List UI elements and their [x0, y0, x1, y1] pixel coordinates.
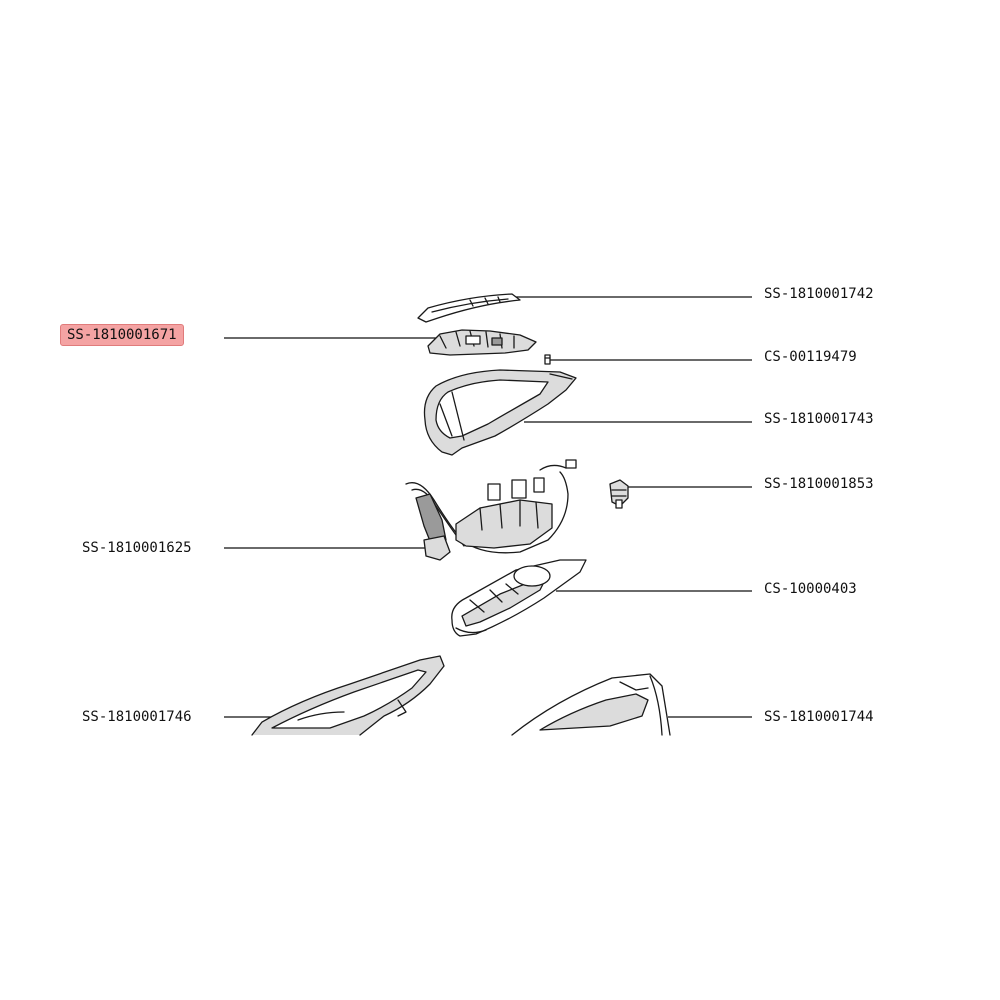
handle-housing-part[interactable] — [423, 369, 577, 456]
label-rear-cover[interactable]: SS-1810001746 — [82, 709, 192, 725]
soleplate-part[interactable] — [451, 559, 587, 637]
leader-lines — [224, 296, 752, 718]
switch-knob-part[interactable] — [609, 479, 629, 509]
label-screw[interactable]: CS-00119479 — [764, 349, 857, 365]
side-cover-part[interactable] — [511, 673, 671, 736]
label-handle-housing[interactable]: SS-1810001743 — [764, 411, 874, 427]
screw-part[interactable] — [544, 354, 551, 365]
rear-cover-part[interactable] — [251, 655, 445, 736]
control-board-part[interactable] — [427, 329, 537, 356]
label-control-board-highlighted[interactable]: SS-1810001671 — [60, 324, 184, 346]
label-switch-knob[interactable]: SS-1810001853 — [764, 476, 874, 492]
label-side-cover[interactable]: SS-1810001744 — [764, 709, 874, 725]
label-top-cover[interactable]: SS-1810001742 — [764, 286, 874, 302]
label-internal-assembly[interactable]: SS-1810001625 — [82, 540, 192, 556]
top-cover-part[interactable] — [417, 293, 521, 323]
label-soleplate[interactable]: CS-10000403 — [764, 581, 857, 597]
internal-assembly-part[interactable] — [405, 459, 577, 561]
